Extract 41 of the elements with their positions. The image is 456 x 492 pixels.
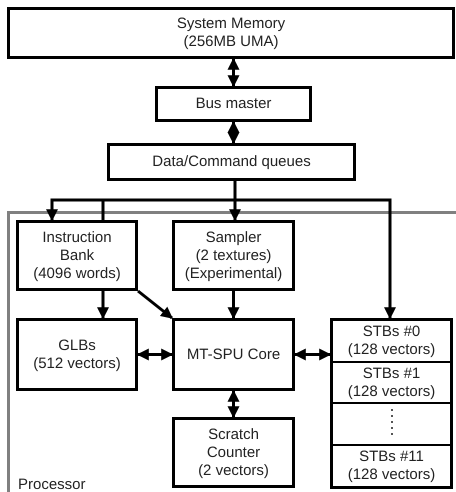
block-label: GLBs	[58, 336, 96, 354]
arrow	[137, 290, 173, 320]
block-label: (128 vectors)	[348, 341, 436, 359]
component-box	[16, 220, 138, 291]
buffer-stack	[330, 318, 453, 489]
block-label: STBs #0	[362, 323, 420, 341]
block-label: (4096 words)	[33, 264, 121, 282]
arrow	[228, 58, 240, 88]
block-label: Data/Command queues	[152, 153, 311, 171]
block-label: (2 vectors)	[198, 462, 269, 480]
arrow	[234, 181, 396, 320]
block-label: Bus master	[196, 95, 272, 113]
component-box	[172, 220, 295, 291]
block-label: System Memory	[176, 15, 286, 33]
arrow	[97, 291, 109, 320]
block-label: Sampler	[206, 228, 262, 246]
block-label: Instruction Bank	[41, 228, 113, 264]
block-label: Scratch Counter	[206, 426, 262, 462]
arrow	[228, 120, 240, 144]
component-box	[172, 417, 295, 488]
region-label: Processor	[18, 476, 86, 492]
arrow	[228, 390, 240, 418]
block-label: (256MB UMA)	[183, 33, 279, 51]
processor-region	[7, 211, 456, 492]
block-label: (128 vectors)	[348, 382, 436, 400]
buffer-slot	[333, 361, 450, 402]
component-box	[7, 7, 455, 59]
block-label: (2 textures)	[196, 246, 272, 264]
arrow	[136, 348, 174, 360]
block-label: STBs #1	[362, 364, 420, 382]
component-box	[16, 318, 138, 391]
block-label: (512 vectors)	[33, 354, 121, 372]
component-box	[155, 86, 312, 122]
component-box	[107, 143, 356, 181]
block-label: STBs #11	[359, 448, 424, 466]
block-label: MT-SPU Core	[186, 346, 280, 364]
block-label: (128 vectors)	[348, 466, 436, 484]
arrow	[228, 291, 240, 320]
block-label: (Experimental)	[184, 264, 282, 282]
arrow	[294, 348, 332, 360]
component-box	[172, 318, 295, 391]
